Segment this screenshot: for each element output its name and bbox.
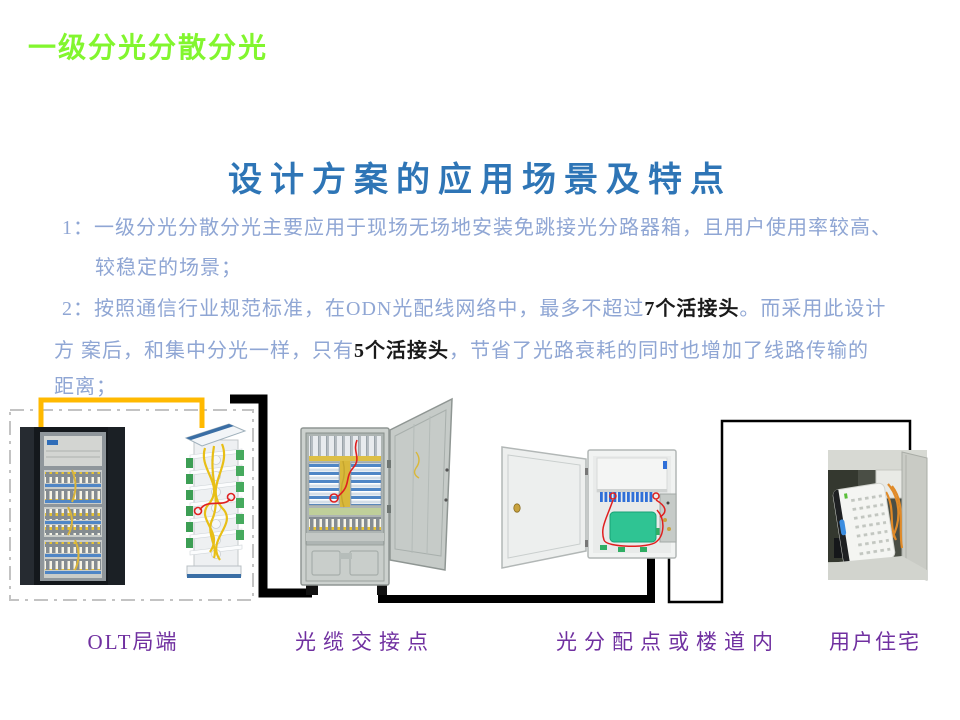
link-wallbox-home-line [667, 419, 912, 604]
central-office-dashed-outline [9, 409, 254, 601]
link-odf-cabinet-line [230, 394, 312, 598]
label-fiber-cross-connect-cabinet: 光缆交接点 [295, 630, 435, 654]
body-point2-line2: 方 案后，和集中分光一样，只有5个活接头，节省了光路衰耗的同时也增加了线路传输的 [54, 334, 869, 363]
link-olt-odf-orange-line [38, 397, 205, 430]
body-point2-line3: 距离； [54, 376, 117, 398]
point2-line1-text: 2：按照通信行业规范标准，在ODN光配线网络中，最多不超过 [62, 298, 645, 320]
body-point2-line1: 2：按照通信行业规范标准，在ODN光配线网络中，最多不超过7个活接头。而采用此设… [62, 292, 886, 321]
odf-frame-photo [184, 423, 247, 578]
point2-line2-emphasis: 5个活接头 [354, 340, 449, 362]
body-point1-line2: 较稳定的场景； [95, 257, 242, 279]
slide-title: 一级分光分散分光 [28, 32, 269, 63]
label-olt-central-office: OLT局端 [87, 630, 179, 654]
label-user-residence: 用户住宅 [829, 630, 921, 654]
olt-rack-photo [20, 427, 125, 585]
section-heading: 设计方案的应用场景及特点 [228, 162, 732, 199]
point2-line1-tail: 。而采用此设计 [739, 298, 887, 320]
point2-line2-tail: ，节省了光路衰耗的同时也增加了线路传输的 [449, 340, 869, 362]
home-ont-photo [828, 450, 928, 581]
point2-line2-text: 方 案后，和集中分光一样，只有 [54, 340, 354, 362]
point2-line1-emphasis: 7个活接头 [644, 298, 740, 320]
street-cabinet-photo [300, 397, 453, 595]
label-distribution-point-or-corridor: 光分配点或楼道内 [556, 630, 780, 654]
wall-distribution-box-photo [501, 446, 677, 569]
body-point1-line1: 1：一级分光分散分光主要应用于现场无场地安装免跳接光分路器箱，且用户使用率较高、 [62, 217, 892, 239]
